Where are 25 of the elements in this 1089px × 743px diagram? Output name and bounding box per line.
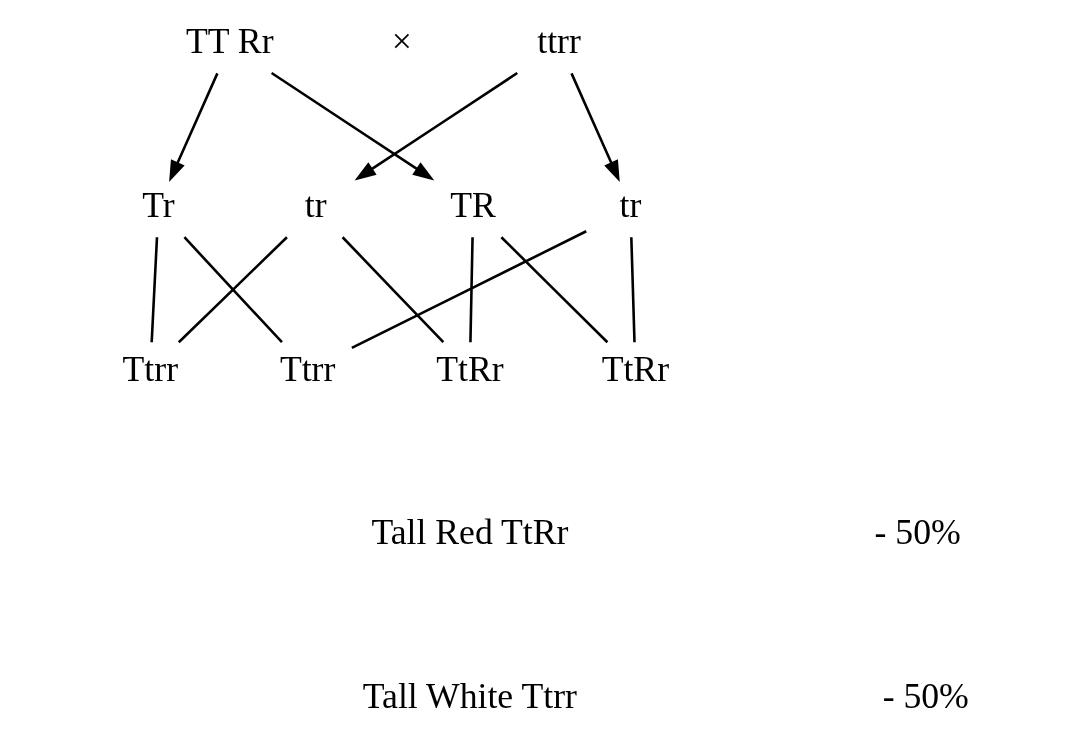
node-text: tr [619, 184, 642, 225]
label: Tall Red TtRr [371, 512, 569, 553]
connector [341, 236, 445, 344]
node-text: TR [450, 184, 496, 225]
node-text: TtRr [601, 348, 670, 389]
node-text: Ttrr [279, 348, 336, 389]
connector [500, 236, 609, 344]
node-text: TT Rr [186, 20, 274, 61]
connector [150, 237, 159, 343]
node-text: TtRr [436, 348, 504, 389]
arrow [169, 72, 219, 182]
label: - 50% [874, 512, 961, 553]
arrow [354, 71, 518, 181]
connector [469, 237, 474, 343]
node-text: ttrr [537, 20, 581, 61]
label: - 50% [882, 676, 969, 717]
label: Tall White Ttrr [362, 676, 577, 717]
connector [630, 237, 636, 343]
arrow [270, 71, 435, 181]
arrow [570, 72, 620, 182]
node-text: tr [304, 184, 327, 225]
label: × [391, 20, 412, 61]
node-text: Ttrr [122, 348, 179, 389]
connector [351, 230, 587, 350]
node-text: Tr [142, 184, 175, 225]
